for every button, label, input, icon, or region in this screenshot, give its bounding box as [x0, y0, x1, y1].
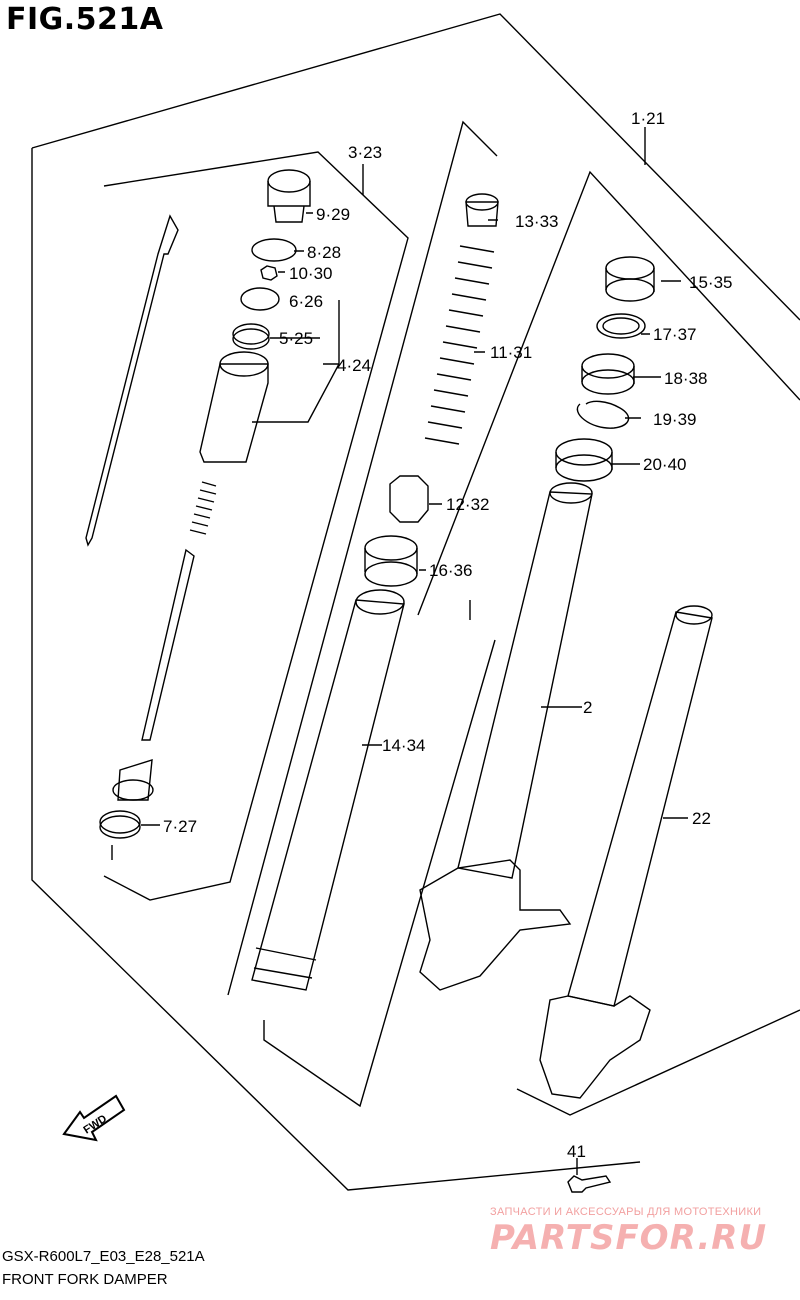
- damper-rod: [85, 214, 179, 547]
- callout-12-32: 12·32: [446, 495, 489, 514]
- part-9-29-cap: [267, 169, 311, 193]
- callout-20-40: 20·40: [643, 455, 686, 474]
- figure-caption: FRONT FORK DAMPER: [2, 1271, 168, 1288]
- callout-13-33: 13·33: [515, 212, 558, 231]
- callout-16-36: 16·36: [429, 561, 472, 580]
- callout-17-37: 17·37: [653, 325, 696, 344]
- part-17-37: [596, 313, 646, 339]
- damper-group-outline: [103, 151, 409, 901]
- callout-10-30: 10·30: [289, 264, 332, 283]
- callout-14-34: 14·34: [382, 736, 425, 755]
- outer-assembly-outline: [31, 13, 800, 1191]
- part-10-30-nut: [260, 265, 278, 281]
- part-14-34-inner-tube: [251, 599, 405, 991]
- part-22-outer-tube: [567, 611, 713, 1007]
- piston-rod: [141, 548, 195, 741]
- part-16-36-bushing: [364, 535, 418, 561]
- small-spring: [189, 481, 217, 535]
- part-12-32-nut: [389, 475, 429, 523]
- callout-4-24: 4·24: [337, 356, 371, 375]
- part-15-35: [605, 256, 655, 280]
- fwd-arrow-icon: [62, 1094, 126, 1142]
- watermark-tagline: ЗАПЧАСТИ И АКСЕССУАРЫ ДЛЯ МОТОТЕХНИКИ: [490, 1206, 762, 1218]
- callout-19-39: 19·39: [653, 410, 696, 429]
- callout-6-26: 6·26: [289, 292, 323, 311]
- figure-title: FIG.521A: [6, 2, 164, 37]
- part-7-27-ring: [99, 810, 141, 834]
- callout-7-27: 7·27: [163, 817, 197, 836]
- callout-11-31: 11·31: [490, 343, 532, 362]
- watermark-brand: PARTSFOR.RU: [490, 1218, 768, 1258]
- part-8-28-oring: [251, 238, 297, 262]
- callout-5-25: 5·25: [279, 329, 313, 348]
- bolt-41: [567, 1175, 612, 1193]
- spring-group-outline: [227, 120, 498, 1108]
- part-20-40-seal: [555, 438, 613, 466]
- part-11-31-spring: [424, 245, 495, 445]
- callout-8-28: 8·28: [307, 243, 341, 262]
- part-2-outer-tube: [457, 491, 593, 879]
- callout-1-21: 1·21: [631, 109, 665, 128]
- callout-2: 2: [583, 698, 592, 717]
- callout-9-29: 9·29: [316, 205, 350, 224]
- part-19-39-circlip: [576, 400, 630, 429]
- part-4-24-cylinder: [199, 363, 269, 463]
- part-18-38: [581, 353, 635, 379]
- callout-41: 41: [567, 1142, 586, 1161]
- part-5-25-bushing: [232, 323, 270, 345]
- outer-tube-group-outline: [417, 170, 800, 1116]
- part-13-33: [465, 201, 499, 227]
- callout-22: 22: [692, 809, 711, 828]
- model-code: GSX-R600L7_E03_E28_521A: [2, 1248, 205, 1265]
- leader-lines: [111, 127, 688, 1175]
- part-6-26-ring: [240, 287, 280, 311]
- callout-15-35: 15·35: [689, 273, 732, 292]
- callout-18-38: 18·38: [664, 369, 707, 388]
- callout-3-23: 3·23: [348, 143, 382, 162]
